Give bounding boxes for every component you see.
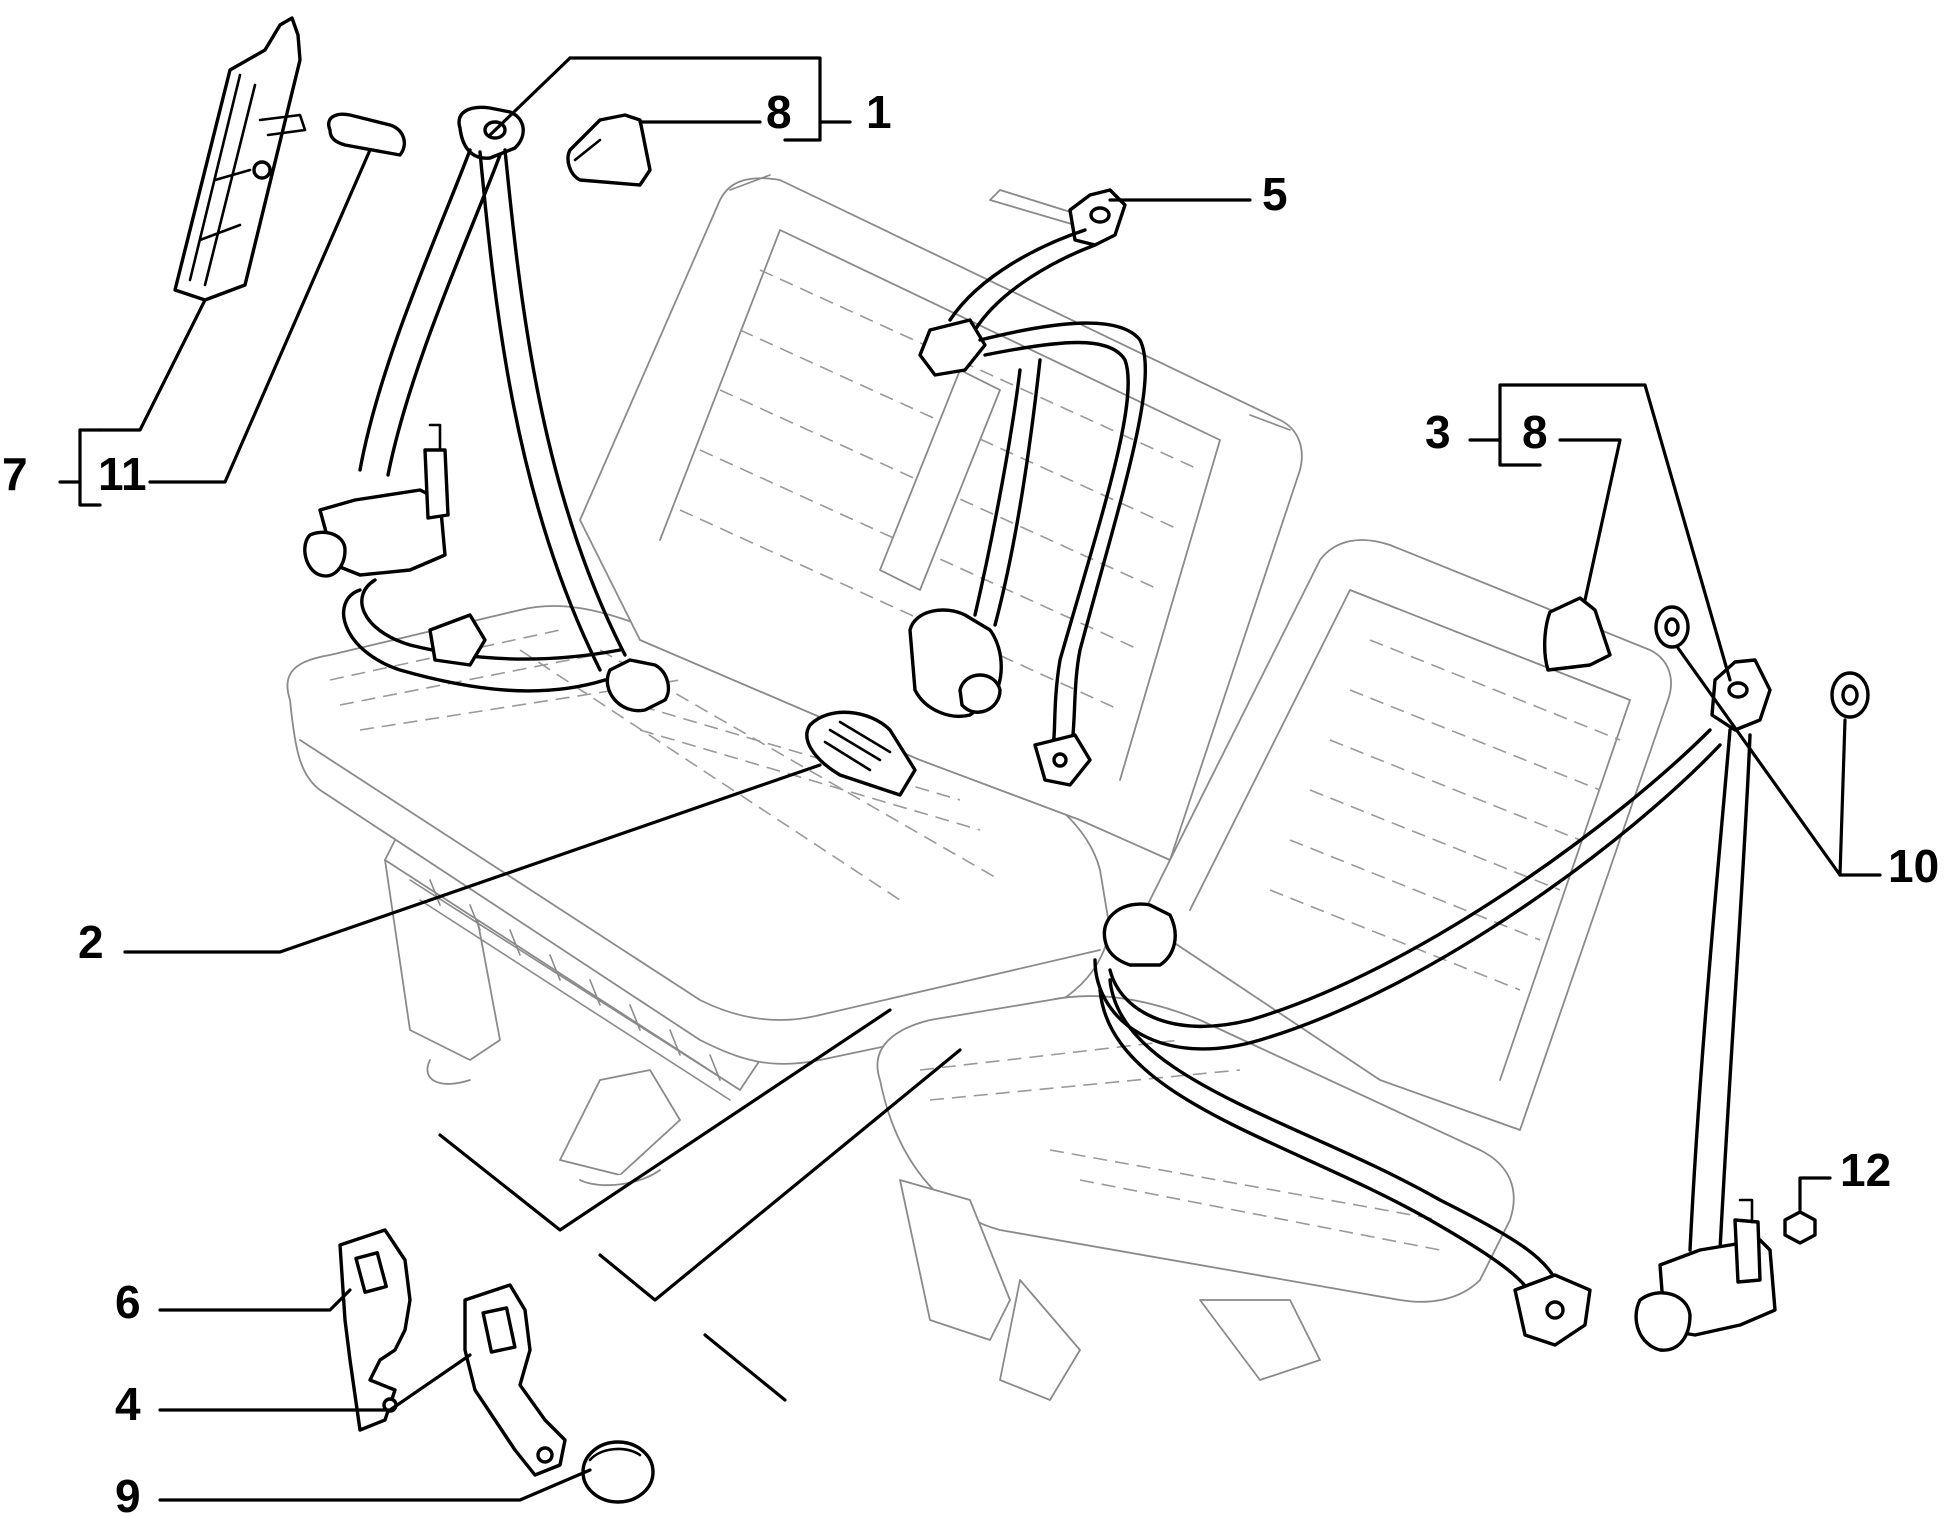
- callout-6: 6: [115, 1276, 141, 1328]
- part-8-trim-cover-left: [566, 113, 652, 187]
- callout-labels: 1 8 5 7 11 2 3 8 10 12 6 4 9: [2, 86, 1939, 1516]
- callout-10: 10: [1888, 840, 1939, 892]
- callout-7: 7: [2, 448, 28, 500]
- part-11-slider-cover: [327, 112, 407, 157]
- leader-lines: [58, 56, 1882, 1502]
- part-10-spacer-right: [1830, 671, 1870, 719]
- bench-seat: [286, 174, 1303, 1187]
- part-8-trim-cover-right: [1542, 596, 1612, 672]
- part-1-left-rear-seat-belt: [303, 105, 671, 713]
- part-3-right-seat-belt: [1093, 658, 1777, 1352]
- callout-5: 5: [1262, 168, 1288, 220]
- callout-12: 12: [1840, 1144, 1891, 1196]
- callout-9: 9: [115, 1470, 141, 1516]
- part-7-height-adjuster-rail: [173, 16, 307, 302]
- callout-11: 11: [98, 448, 147, 500]
- part-2-center-buckle: [805, 710, 917, 797]
- part-4-long-buckle: [463, 1283, 567, 1477]
- callout-4: 4: [115, 1378, 141, 1430]
- callout-2: 2: [78, 916, 104, 968]
- part-12-nut: [1783, 1210, 1817, 1245]
- callout-3: 3: [1425, 406, 1451, 458]
- part-10-spacer-left: [1654, 605, 1690, 649]
- part-5-center-seat-belt: [908, 188, 1147, 787]
- part-6-short-buckle: [338, 1228, 412, 1432]
- callout-8-right: 8: [1522, 406, 1548, 458]
- callout-8-top: 8: [766, 86, 792, 138]
- callout-1: 1: [866, 86, 892, 138]
- part-9-cap: [581, 1440, 655, 1504]
- passenger-seat: [876, 539, 1672, 1401]
